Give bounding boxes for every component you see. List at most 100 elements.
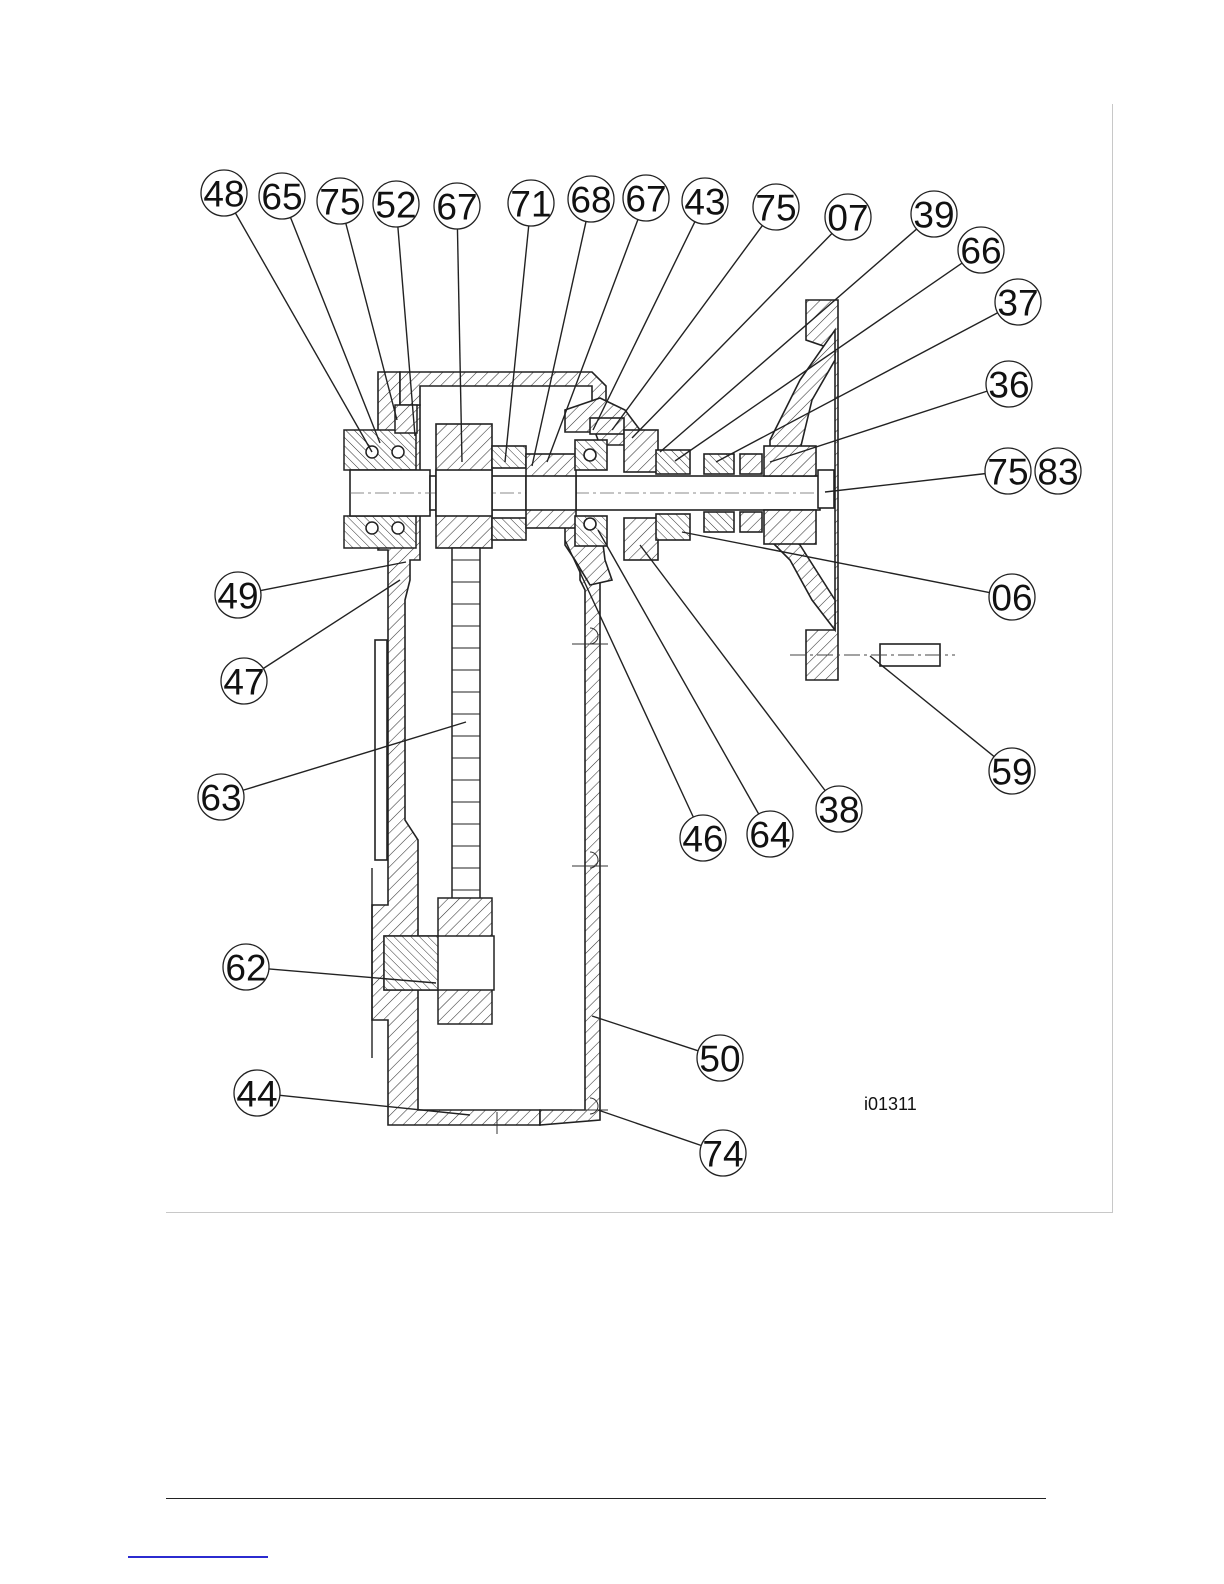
handwheel-spoke-top — [770, 330, 835, 460]
callout-number: 38 — [818, 790, 859, 831]
leader-line-44 — [280, 1095, 470, 1115]
callout-50: 50 — [697, 1035, 743, 1081]
gear-hub-inner — [436, 470, 492, 516]
callout-52: 52 — [373, 181, 419, 227]
callout-67: 67 — [434, 183, 480, 229]
callout-number: 43 — [684, 182, 725, 223]
figure-id-label: i01311 — [864, 1094, 917, 1114]
callout-62: 62 — [223, 944, 269, 990]
callout-74: 74 — [700, 1130, 746, 1176]
callout-number: 07 — [827, 198, 868, 239]
callout-number: 06 — [991, 578, 1032, 619]
callout-83: 83 — [1035, 448, 1081, 494]
callout-65: 65 — [259, 173, 305, 219]
callout-75: 75 — [985, 448, 1031, 494]
callout-number: 74 — [702, 1134, 743, 1175]
callout-number: 36 — [988, 365, 1029, 406]
callout-46: 46 — [680, 815, 726, 861]
leader-line-66 — [675, 263, 962, 461]
spring-37-c — [740, 454, 762, 474]
bearing-ball-bottom-2 — [392, 522, 404, 534]
callout-number: 39 — [913, 195, 954, 236]
bearing-cap-bottom — [344, 516, 416, 548]
leader-line-59 — [870, 656, 994, 757]
leader-line-43 — [593, 222, 695, 430]
bearing-ball-bottom — [366, 522, 378, 534]
callout-43: 43 — [682, 178, 728, 224]
leader-line-49 — [261, 562, 406, 591]
leader-line-75 — [825, 474, 985, 492]
callout-number: 44 — [236, 1074, 277, 1115]
leader-line-71 — [505, 226, 529, 462]
callout-number: 67 — [436, 187, 477, 228]
callout-number: 66 — [960, 231, 1001, 272]
main-shaft — [350, 418, 834, 560]
callout-number: 65 — [261, 177, 302, 218]
callout-68: 68 — [568, 176, 614, 222]
collar-39 — [624, 430, 658, 472]
leader-line-63 — [243, 722, 466, 790]
sleeve-68-inner — [526, 476, 576, 510]
callout-number: 71 — [510, 184, 551, 225]
callout-number: 47 — [223, 662, 264, 703]
leader-line-50 — [592, 1016, 698, 1051]
handwheel-hub-bottom — [764, 510, 816, 544]
leader-line-64 — [598, 530, 759, 814]
gear-rack-63 — [452, 548, 480, 900]
callout-number: 83 — [1037, 452, 1078, 493]
callout-39: 39 — [911, 191, 957, 237]
callout-number: 67 — [625, 179, 666, 220]
callout-36: 36 — [986, 361, 1032, 407]
callout-49: 49 — [215, 572, 261, 618]
bearing-ball-top-2 — [392, 446, 404, 458]
callout-48: 48 — [201, 170, 247, 216]
leader-line-74 — [598, 1110, 701, 1146]
callout-number: 64 — [749, 815, 790, 856]
collar-39-b — [624, 518, 658, 560]
callout-67: 67 — [623, 175, 669, 221]
housing-right-wall — [540, 560, 600, 1125]
callout-number: 46 — [682, 819, 723, 860]
spring-37-b — [704, 512, 734, 532]
callout-75: 75 — [317, 178, 363, 224]
footer-link-underline[interactable] — [128, 1556, 268, 1558]
callout-number: 68 — [570, 180, 611, 221]
leader-line-65 — [290, 217, 380, 443]
callout-number: 75 — [987, 452, 1028, 493]
callout-number: 37 — [997, 283, 1038, 324]
callout-37: 37 — [995, 279, 1041, 325]
callout-66: 66 — [958, 227, 1004, 273]
bearing-cap-top — [344, 430, 416, 470]
coupling-66-b — [656, 514, 690, 540]
callout-number: 48 — [203, 174, 244, 215]
callout-75: 75 — [753, 184, 799, 230]
spring-37 — [704, 454, 734, 474]
callout-71: 71 — [508, 180, 554, 226]
callout-number: 52 — [375, 185, 416, 226]
leader-line-75 — [346, 223, 397, 420]
callout-47: 47 — [221, 658, 267, 704]
callout-number: 63 — [200, 778, 241, 819]
spacer-71-b — [492, 518, 526, 540]
callout-59: 59 — [989, 748, 1035, 794]
rack-body — [452, 548, 480, 900]
spring-37-d — [740, 512, 762, 532]
callout-63: 63 — [198, 774, 244, 820]
callout-06: 06 — [989, 574, 1035, 620]
callout-leaders — [235, 213, 997, 1146]
callout-07: 07 — [825, 194, 871, 240]
callout-64: 64 — [747, 811, 793, 857]
callout-number: 75 — [319, 182, 360, 223]
callout-number: 75 — [755, 188, 796, 229]
callout-number: 50 — [699, 1039, 740, 1080]
callout-44: 44 — [234, 1070, 280, 1116]
footer-rule — [166, 1498, 1046, 1499]
shaft-nut — [818, 470, 834, 508]
leader-line-38 — [640, 545, 825, 791]
callout-38: 38 — [816, 786, 862, 832]
spacer-71 — [492, 446, 526, 468]
callout-number: 49 — [217, 576, 258, 617]
